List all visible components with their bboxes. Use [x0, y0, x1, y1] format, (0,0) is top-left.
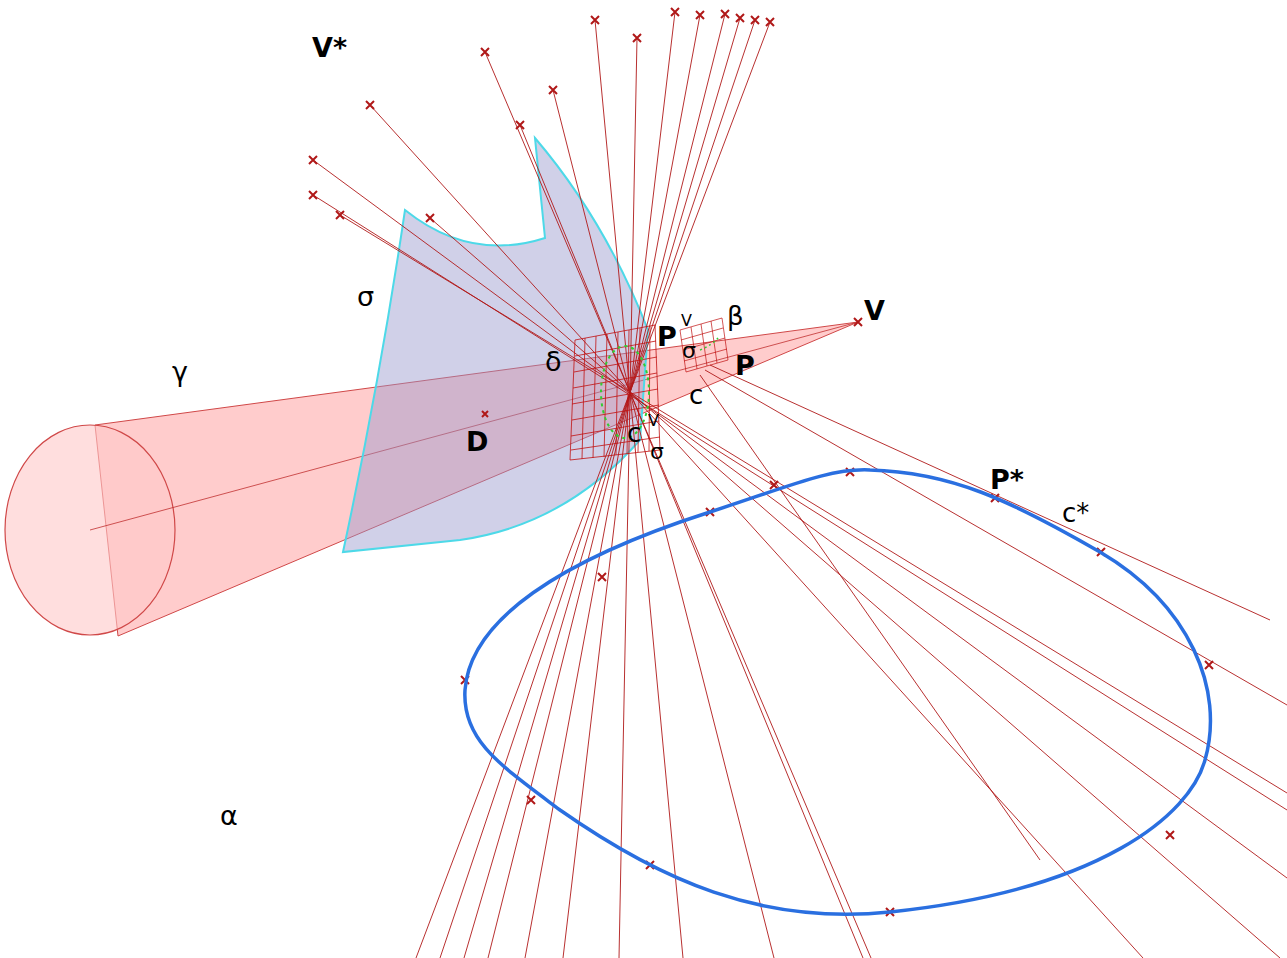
grid-delta	[570, 325, 660, 460]
point-markers	[309, 8, 1213, 916]
projection-rays	[313, 12, 1287, 958]
cone-label: γ	[172, 358, 188, 385]
point-label: P	[657, 323, 677, 350]
curve-label: c	[689, 382, 703, 408]
subscript: σ	[682, 340, 696, 362]
curve-label: c	[627, 420, 641, 446]
superscript: V	[681, 313, 692, 329]
point-label: V	[864, 297, 885, 324]
superscript: V	[648, 413, 659, 429]
point-label: V*	[312, 34, 347, 61]
plane-label: β	[727, 303, 744, 329]
point-label: D	[466, 428, 488, 455]
point-label: P	[735, 352, 755, 379]
surface-sigma	[343, 138, 648, 552]
grid-label: δ	[545, 348, 562, 375]
curve-c-sigma	[601, 346, 649, 438]
curve-label: c*	[1062, 500, 1089, 526]
subscript: σ	[650, 441, 664, 463]
surface-label: σ	[357, 283, 374, 310]
point-label: P*	[990, 466, 1024, 493]
plane-label: α	[220, 802, 238, 829]
curve-c	[700, 338, 718, 350]
curve-c-star	[465, 470, 1211, 914]
